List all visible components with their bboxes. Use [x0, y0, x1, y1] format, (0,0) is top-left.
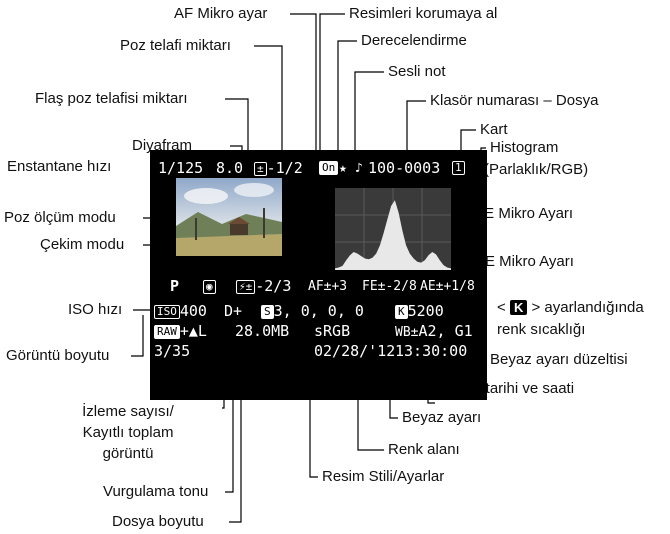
label-beyaz-ayari-duzeltisi: Beyaz ayarı düzeltisi: [490, 351, 628, 369]
aperture-value: 8.0: [216, 159, 243, 177]
camera-playback-screen: 1/125 8.0 ±-1/2 On ★ ♪ 100-0003 1 P ◉ ⚡±…: [150, 150, 487, 400]
label-izleme-sayisi: İzleme sayısı/: [54, 403, 202, 421]
shutter-speed: 1/125: [158, 159, 203, 177]
label-fe-mikro: FE Mikro Ayarı: [475, 205, 573, 223]
exposure-comp-icon: ±: [254, 162, 267, 176]
card-icon: 1: [452, 160, 465, 178]
label-histogram-sub: (Parlaklık/RGB): [484, 161, 588, 179]
callout-line: [355, 72, 384, 158]
label-goruntu-boyutu: Görüntü boyutu: [6, 347, 109, 365]
callout-line: [131, 315, 143, 356]
label-renk-sicakligi-2: renk sıcaklığı: [497, 321, 585, 339]
label-iso-hizi: ISO hızı: [68, 301, 122, 319]
flash-comp-icon: ⚡±: [236, 280, 255, 294]
label-resimleri-koruma: Resimleri korumaya al: [349, 5, 497, 23]
exposure-comp: ±-1/2: [254, 159, 303, 177]
label-beyaz-ayari: Beyaz ayarı: [402, 409, 481, 427]
label-vurgulama-tonu: Vurgulama tonu: [103, 483, 208, 501]
af-micro-adjust: AF±+3: [308, 278, 347, 296]
label-klasor-numarasi: Klasör numarası – Dosya: [430, 92, 598, 110]
wb-shift-icon: WB±: [395, 325, 418, 340]
landscape-image: [176, 178, 282, 256]
callout-line: [390, 397, 398, 418]
picture-style-icon: S: [261, 305, 274, 319]
flash-exposure-comp: ⚡±-2/3: [236, 277, 291, 295]
file-size: 28.0MB: [235, 322, 289, 340]
label-poz-telafi: Poz telafi miktarı: [120, 37, 231, 55]
ae-micro-adjust: AE±+1/8: [420, 278, 475, 296]
callout-line: [338, 41, 357, 158]
histogram-panel: [335, 188, 451, 270]
label-resim-stili: Resim Stili/Ayarlar: [322, 468, 444, 486]
kelvin-icon: K: [395, 305, 408, 319]
callout-line: [254, 46, 282, 158]
label-kart: Kart: [480, 121, 508, 139]
color-space: sRGB: [314, 322, 350, 340]
fe-micro-adjust: FE±-2/8: [362, 278, 417, 296]
rating-icon: ★: [339, 160, 347, 178]
protect-icon: On: [319, 160, 338, 178]
k-icon: K: [510, 300, 527, 315]
label-sesli-not: Sesli not: [388, 63, 446, 81]
label-poz-olcum: Poz ölçüm modu: [4, 209, 116, 227]
label-goruntu: görüntü: [54, 445, 202, 463]
label-flas-poz-telafisi: Flaş poz telafisi miktarı: [35, 90, 188, 108]
label-dosya-boyutu: Dosya boyutu: [112, 513, 204, 531]
label-enstantane: Enstantane hızı: [7, 158, 111, 176]
metering-mode-icon: ◉: [203, 277, 216, 295]
shooting-date: 02/28/'12: [314, 342, 395, 360]
label-af-mikro-ayar: AF Mikro ayar: [174, 5, 267, 23]
raw-icon: RAW: [154, 325, 180, 339]
highlight-tone-priority: D+: [224, 302, 242, 320]
label-histogram: Histogram: [490, 139, 558, 157]
label-ae-mikro: AE Mikro Ayarı: [475, 253, 574, 271]
label-renk-alani: Renk alanı: [388, 441, 460, 459]
callout-line: [358, 396, 384, 450]
shooting-time: 13:30:00: [395, 342, 467, 360]
photo-thumbnail: [176, 178, 282, 256]
histogram-curve: [335, 200, 451, 270]
iso-icon: ISO: [154, 305, 180, 319]
shooting-mode: P: [170, 277, 179, 295]
file-number: 100-0003: [368, 159, 440, 177]
callout-line: [320, 14, 345, 158]
label-kayitli-toplam: Kayıtlı toplam: [54, 424, 202, 442]
wb-shift: WB±A2, G1: [395, 322, 473, 342]
playback-count: 3/35: [154, 342, 190, 360]
histogram-graph: [335, 188, 451, 270]
image-size: RAW+▲L: [154, 322, 207, 340]
label-renk-sicakligi-1: < K > ayarlandığında: [497, 299, 644, 317]
label-derecelendirme: Derecelendirme: [361, 32, 467, 50]
voice-memo-icon: ♪: [355, 160, 363, 178]
label-cekim-modu: Çekim modu: [40, 236, 124, 254]
